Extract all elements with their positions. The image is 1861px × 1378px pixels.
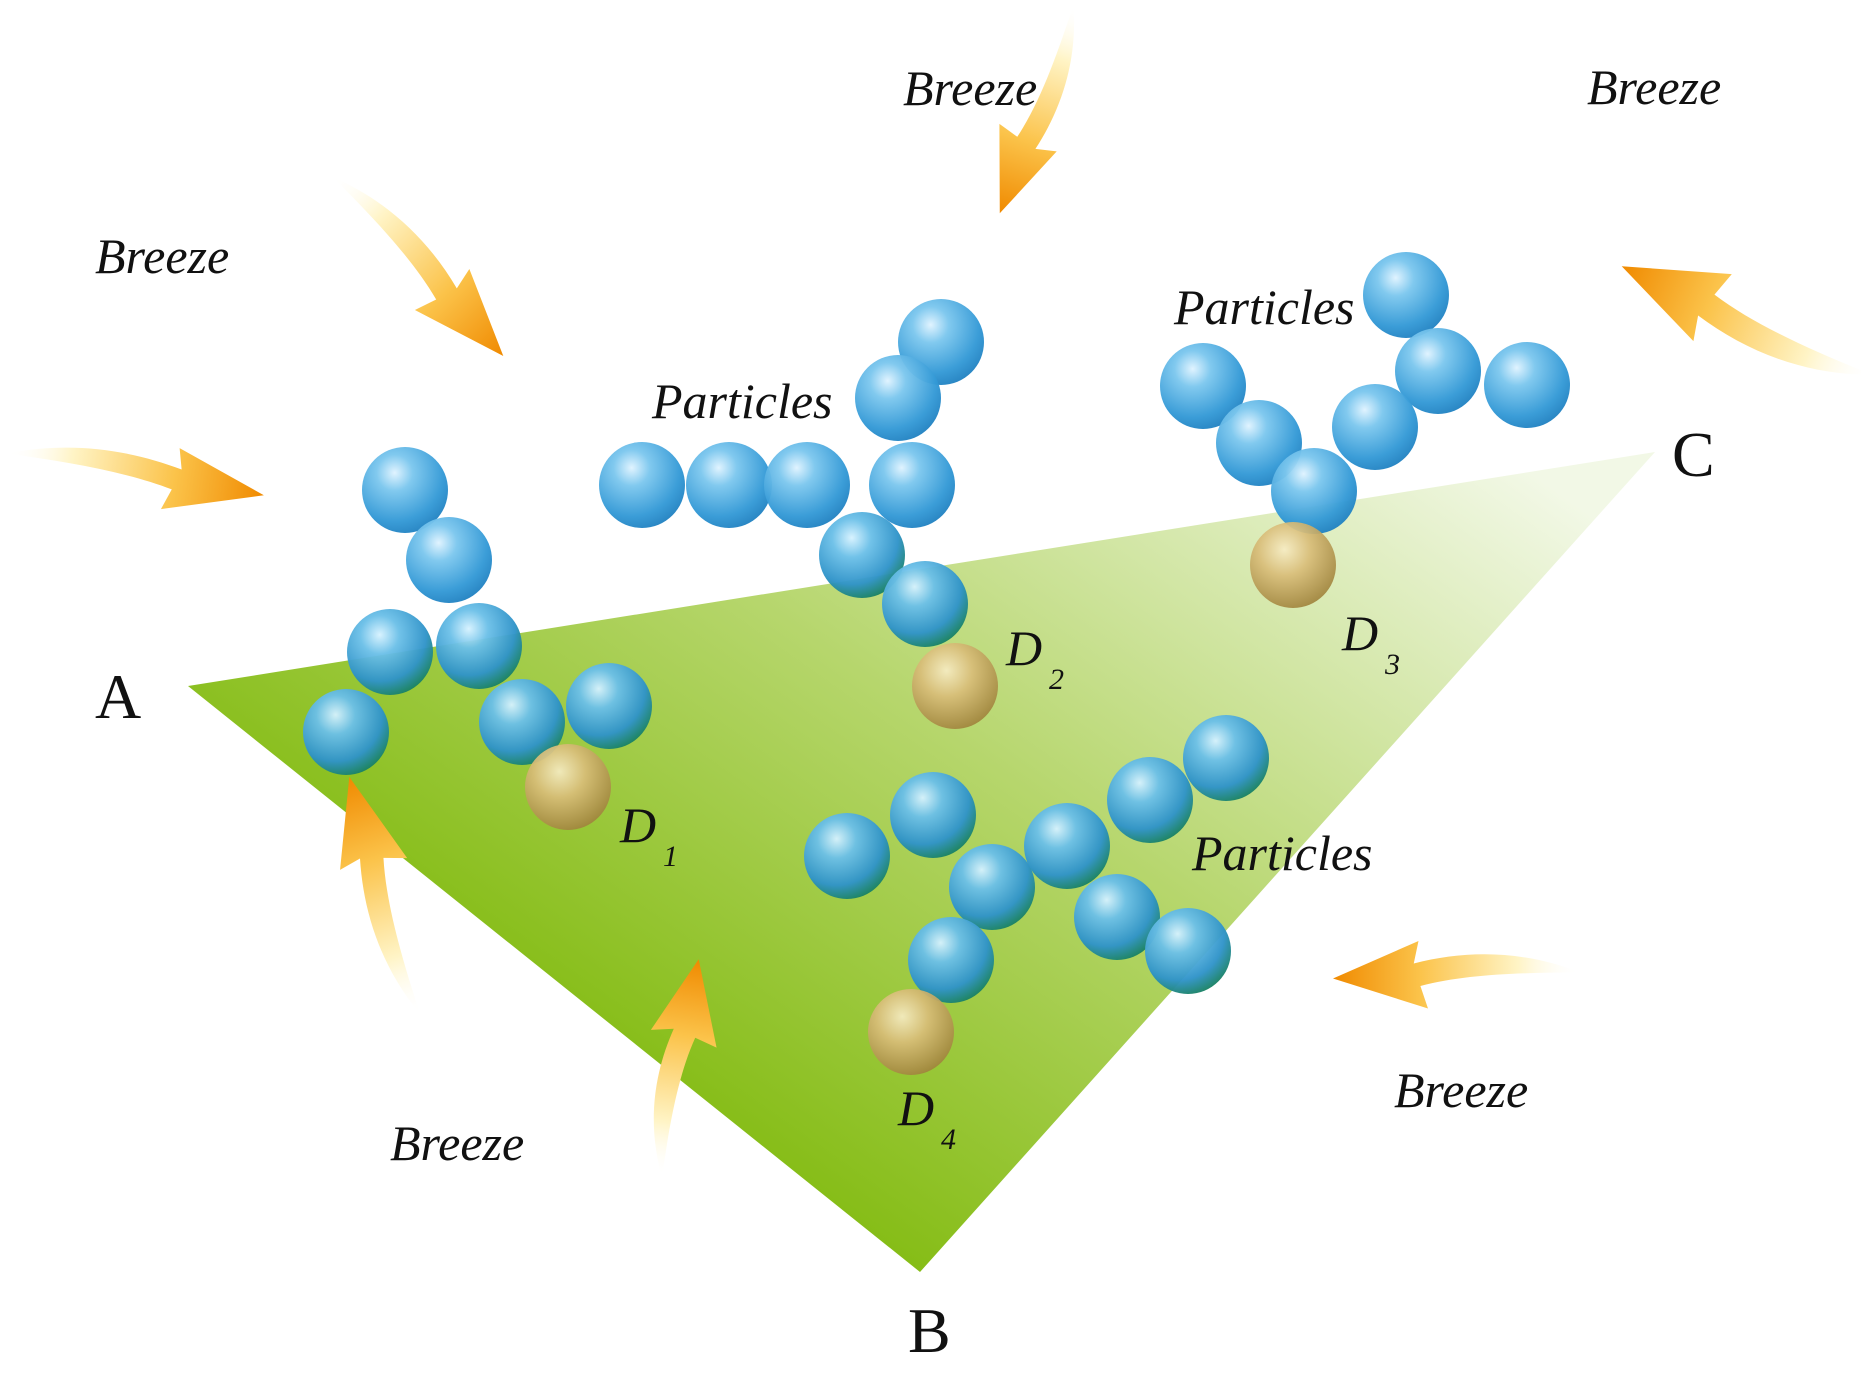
vertex-a-label: A — [95, 661, 141, 732]
particle — [764, 442, 850, 528]
deposited-particle — [525, 744, 611, 830]
breeze-arrow-icon — [1333, 941, 1580, 1009]
breeze-label: Breeze — [903, 60, 1037, 116]
deposit-letter: D — [897, 1080, 934, 1136]
breeze-label: Breeze — [1394, 1062, 1528, 1118]
particle — [436, 603, 522, 689]
breeze-label: Breeze — [95, 228, 229, 284]
deposit-letter: D — [619, 797, 656, 853]
vertex-b-label: B — [908, 1295, 951, 1366]
deposit-subscript: 4 — [941, 1123, 956, 1156]
particle — [303, 689, 389, 775]
particle — [1271, 448, 1357, 534]
particle — [1024, 803, 1110, 889]
breeze-label: Breeze — [390, 1115, 524, 1171]
deposited-particle — [1250, 522, 1336, 608]
deposit-subscript: 1 — [663, 840, 678, 873]
particle — [362, 447, 448, 533]
deposit-label-d1: D 1 — [619, 797, 678, 873]
particle — [1332, 384, 1418, 470]
particle — [882, 561, 968, 647]
particles-label: Particles — [651, 373, 833, 429]
breeze-arrow-icon — [307, 154, 530, 378]
particle — [1074, 874, 1160, 960]
deposit-letter: D — [1341, 605, 1378, 661]
particle — [1363, 252, 1449, 338]
deposit-subscript: 2 — [1049, 663, 1064, 696]
deposit-label-d4: D 4 — [897, 1080, 956, 1156]
particle — [1484, 342, 1570, 428]
breeze-label: Breeze — [1587, 59, 1721, 115]
particle — [949, 844, 1035, 930]
particles-label: Particles — [1191, 825, 1373, 881]
particle — [1107, 757, 1193, 843]
particle — [686, 442, 772, 528]
deposited-particle — [868, 989, 954, 1075]
particle-layer — [303, 252, 1570, 1075]
particles-label: Particles — [1173, 279, 1355, 335]
breeze-arrow-icon — [1605, 234, 1861, 408]
particle — [599, 442, 685, 528]
particle — [406, 517, 492, 603]
breeze-arrow-icon — [2, 424, 269, 523]
particle — [804, 813, 890, 899]
particle — [1160, 343, 1246, 429]
particle — [890, 772, 976, 858]
particle — [908, 917, 994, 1003]
deposited-particle — [912, 643, 998, 729]
deposit-label-d3: D 3 — [1341, 605, 1400, 681]
plane-triangle — [188, 452, 1655, 1272]
particle — [855, 355, 941, 441]
particle — [1395, 328, 1481, 414]
deposit-letter: D — [1005, 620, 1042, 676]
deposit-subscript: 3 — [1384, 648, 1400, 681]
particle — [1145, 908, 1231, 994]
deposit-label-d2: D 2 — [1005, 620, 1064, 696]
particle — [819, 512, 905, 598]
particle — [1183, 715, 1269, 801]
particle — [566, 663, 652, 749]
particle — [479, 679, 565, 765]
particle — [347, 609, 433, 695]
vertex-c-label: C — [1672, 419, 1715, 490]
particle — [869, 442, 955, 528]
